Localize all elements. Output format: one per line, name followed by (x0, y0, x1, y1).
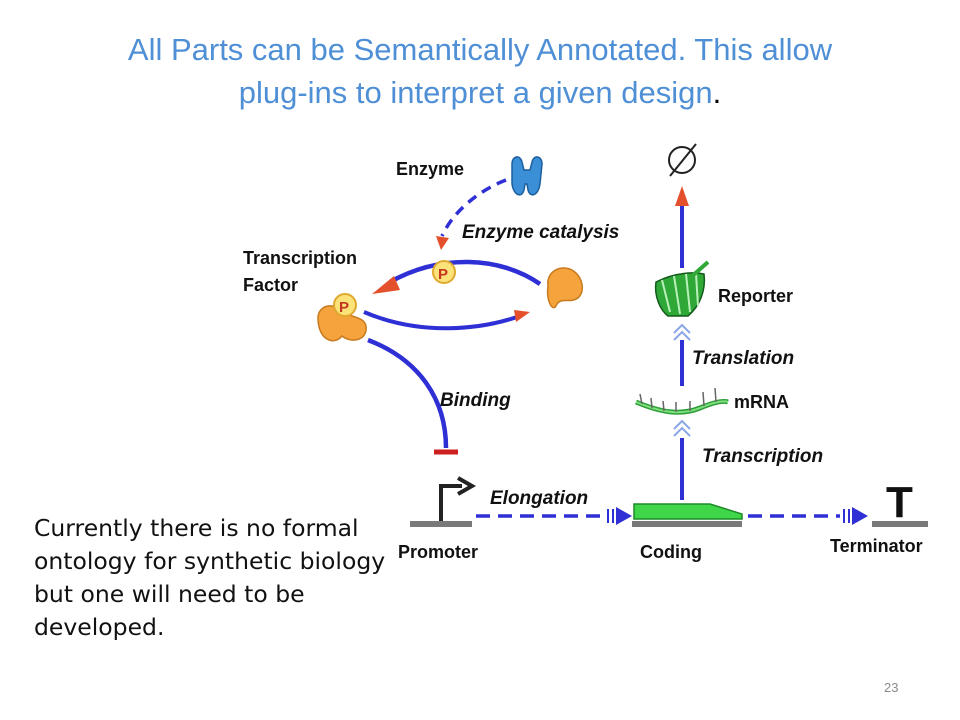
transcription-factor-label-line-1: Transcription (243, 248, 357, 268)
body-text: Currently there is no formal ontology fo… (34, 514, 386, 641)
promoter-icon (439, 476, 477, 521)
enzyme-catalysis-label: Enzyme catalysis (462, 222, 619, 243)
terminator-icon: T (886, 478, 913, 527)
degradation-arrow (675, 186, 689, 268)
transcription-arrow (673, 419, 691, 500)
unphosphorylated-protein-icon (546, 267, 583, 309)
mrna-icon (635, 387, 729, 415)
title-period: . (712, 75, 722, 110)
title-line-2: plug-ins to interpret a given design (238, 75, 713, 110)
binding-repression-arrow (367, 337, 458, 455)
transcription-factor-label-line-2: Factor (243, 275, 298, 295)
coding-label: Coding (640, 542, 702, 562)
phosphorylation-arc (372, 259, 542, 294)
enzyme-label: Enzyme (396, 159, 464, 179)
page-number: 23 (884, 680, 899, 695)
elongation-dashed-arrow (476, 507, 632, 525)
enzyme-icon (511, 156, 543, 196)
transcription-label: Transcription (702, 446, 823, 467)
dephosphorylation-arc (363, 310, 530, 331)
svg-text:P: P (339, 299, 349, 316)
svg-text:T: T (886, 478, 913, 527)
slide-title: All Parts can be Semantically Annotated.… (20, 28, 940, 114)
coding-region-icon (633, 503, 743, 520)
binding-label: Binding (440, 390, 511, 411)
promoter-label: Promoter (398, 542, 478, 562)
reporter-label: Reporter (718, 286, 793, 306)
title-line-1: All Parts can be Semantically Annotated.… (127, 32, 833, 67)
enzyme-catalysis-arrow (436, 178, 507, 250)
elongation-label: Elongation (490, 488, 588, 509)
reporter-protein-icon (654, 260, 710, 317)
terminator-dashed-arrow (748, 507, 868, 525)
svg-text:P: P (438, 266, 448, 283)
promoter-dna-segment (410, 521, 472, 527)
coding-dna-segment (632, 521, 742, 527)
mrna-label: mRNA (734, 392, 789, 412)
terminator-dna-segment (872, 521, 928, 527)
translation-arrow (673, 323, 691, 386)
terminator-label: Terminator (830, 536, 923, 556)
translation-label: Translation (692, 348, 794, 369)
transcription-factor-icon: P (317, 293, 367, 342)
null-degradation-icon (668, 143, 697, 177)
phospho-badge-icon: P (432, 260, 456, 284)
